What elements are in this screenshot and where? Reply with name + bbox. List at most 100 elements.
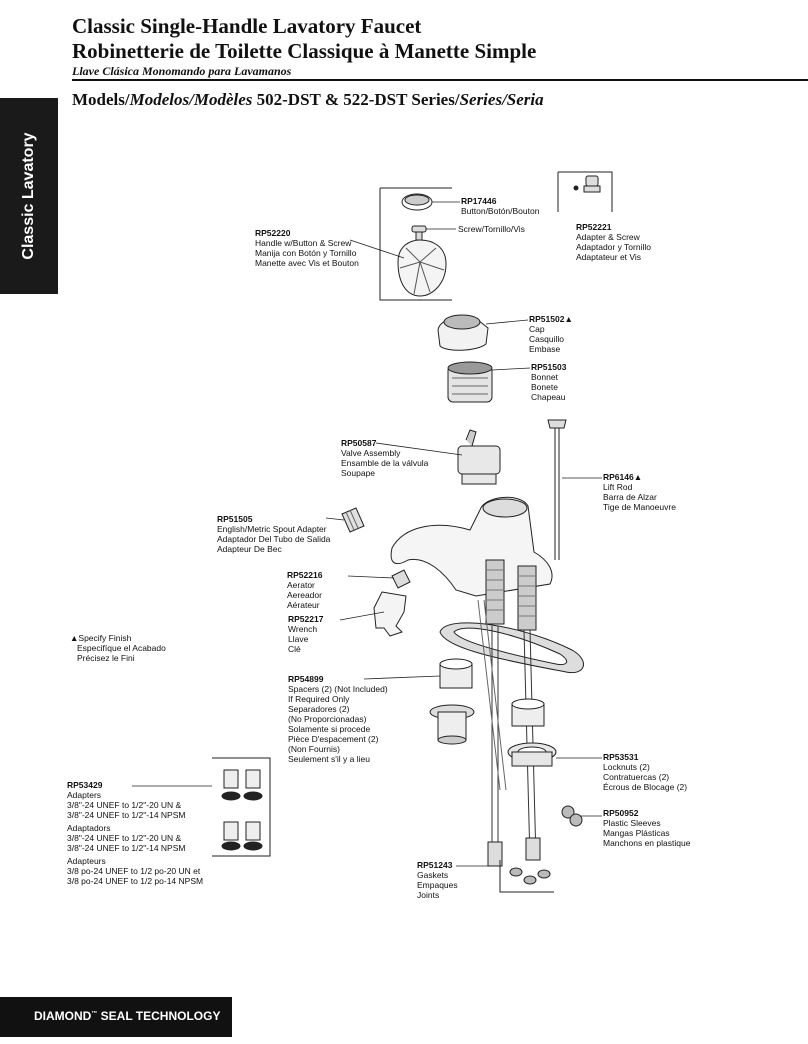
- part-desc: Adapteur De Bec: [217, 544, 282, 554]
- series-label-fr: Seria: [506, 90, 544, 109]
- adapters-part: [212, 757, 271, 857]
- button-part: [401, 193, 433, 211]
- part-desc: Gaskets: [417, 870, 449, 880]
- part-desc: 3/8"-24 UNEF to 1/2"-20 UN &: [67, 833, 182, 843]
- spacer-part: [439, 658, 545, 727]
- part-desc: 3/8 po-24 UNEF to 1/2 po-14 NPSM: [67, 876, 204, 886]
- title-english: Classic Single-Handle Lavatory Faucet: [72, 14, 422, 38]
- note-line: Précisez le Fini: [77, 653, 135, 663]
- models-label-es: Modelos/: [129, 90, 194, 109]
- part-desc: Seulement s'il y a lieu: [288, 754, 370, 764]
- part-desc: Manija con Botón y Tornillo: [255, 248, 357, 258]
- part-number: RP52216: [287, 570, 323, 580]
- footer-brand: DIAMOND: [34, 1009, 92, 1023]
- bonnet-part: [447, 361, 493, 403]
- part-desc: Embase: [529, 344, 561, 354]
- part-desc: Adapters: [67, 790, 102, 800]
- locknut-part: [507, 742, 557, 767]
- part-desc: Screw/Tornillo/Vis: [458, 224, 525, 234]
- part-desc: Locknuts (2): [603, 762, 650, 772]
- note-line: Especifíque el Acabado: [77, 643, 166, 653]
- part-desc: Manette avec Vis et Bouton: [255, 258, 359, 268]
- part-desc: Pièce D'espacement (2): [288, 734, 379, 744]
- footer-rest: SEAL TECHNOLOGY: [97, 1009, 221, 1023]
- models-label: Models/: [72, 90, 130, 109]
- aerator-part: [391, 569, 411, 589]
- part-desc: Handle w/Button & Screw: [255, 238, 352, 248]
- part-desc: Joints: [417, 890, 440, 900]
- part-desc: Chapeau: [531, 392, 566, 402]
- part-desc: Tige de Manoeuvre: [603, 502, 676, 512]
- part-desc: Adaptadors: [67, 823, 111, 833]
- part-desc: Manchons en plastique: [603, 838, 691, 848]
- trademark-mark: ™: [91, 1011, 98, 1017]
- part-number: RP52220: [255, 228, 291, 238]
- part-desc: 3/8"-24 UNEF to 1/2"-14 NPSM: [67, 810, 186, 820]
- part-desc: Contratuercas (2): [603, 772, 670, 782]
- part-desc: Soupape: [341, 468, 376, 478]
- part-desc: Ensamble de la válvula: [341, 458, 429, 468]
- part-desc: Separadores (2): [288, 704, 350, 714]
- series-label-es: Series/: [459, 90, 507, 109]
- part-desc: Casquillo: [529, 334, 564, 344]
- adapter-frame: [558, 171, 613, 212]
- tube-end-nuts: [487, 837, 541, 867]
- wrench-part: [373, 591, 407, 637]
- part-desc: Aérateur: [287, 600, 320, 610]
- label-screw: Screw/Tornillo/Vis: [458, 224, 525, 234]
- part-desc: 3/8"-24 UNEF to 1/2"-20 UN &: [67, 800, 182, 810]
- models-heading: Models/Modelos/Modèles 502-DST & 522-DST…: [72, 90, 544, 110]
- part-desc: Adaptador Del Tubo de Salida: [217, 534, 331, 544]
- part-number: RP51502▲: [529, 314, 573, 324]
- note-line: ▲Specify Finish: [70, 633, 132, 643]
- side-tab: Classic Lavatory: [0, 98, 58, 294]
- cap-part: [437, 314, 489, 351]
- part-number: RP51243: [417, 860, 453, 870]
- part-number: RP52217: [288, 614, 324, 624]
- part-desc: Wrench: [288, 624, 318, 634]
- part-desc: 3/8 po-24 UNEF to 1/2 po-20 UN et: [67, 866, 201, 876]
- part-desc: English/Metric Spout Adapter: [217, 524, 327, 534]
- part-number: RP51503: [531, 362, 567, 372]
- part-desc: Mangas Plásticas: [603, 828, 670, 838]
- adapter-screw-part: [573, 175, 601, 193]
- model-numbers: 502-DST & 522-DST Series/: [252, 90, 460, 109]
- title-spanish: Llave Clásica Monomando para Lavamanos: [72, 64, 292, 78]
- part-number: RP54899: [288, 674, 324, 684]
- faucet-body-part: [390, 496, 553, 597]
- part-number: RP52221: [576, 222, 612, 232]
- part-number: RP51505: [217, 514, 253, 524]
- part-desc: (Non Fournis): [288, 744, 340, 754]
- lift-rod-part: [547, 419, 567, 560]
- part-desc: Bonnet: [531, 372, 558, 382]
- part-desc: Bonete: [531, 382, 558, 392]
- part-desc: Spacers (2) (Not Included): [288, 684, 388, 694]
- part-number: RP50587: [341, 438, 377, 448]
- handle-frame-bracket: [379, 188, 452, 301]
- title-french: Robinetterie de Toilette Classique à Man…: [72, 39, 537, 63]
- part-desc: Barra de Alzar: [603, 492, 657, 502]
- flange-part: [429, 704, 475, 745]
- part-desc: Solamente si procede: [288, 724, 371, 734]
- footer-bar: DIAMOND™ SEAL TECHNOLOGY: [0, 997, 232, 1037]
- part-number: RP50952: [603, 808, 639, 818]
- gaskets-part: [499, 860, 554, 893]
- mounting-shanks: [485, 559, 537, 631]
- part-desc: Llave: [288, 634, 309, 644]
- part-desc: Adaptateur et Vis: [576, 252, 642, 262]
- header-rule: [72, 79, 808, 81]
- screw-part: [411, 225, 427, 241]
- part-desc: Clé: [288, 644, 301, 654]
